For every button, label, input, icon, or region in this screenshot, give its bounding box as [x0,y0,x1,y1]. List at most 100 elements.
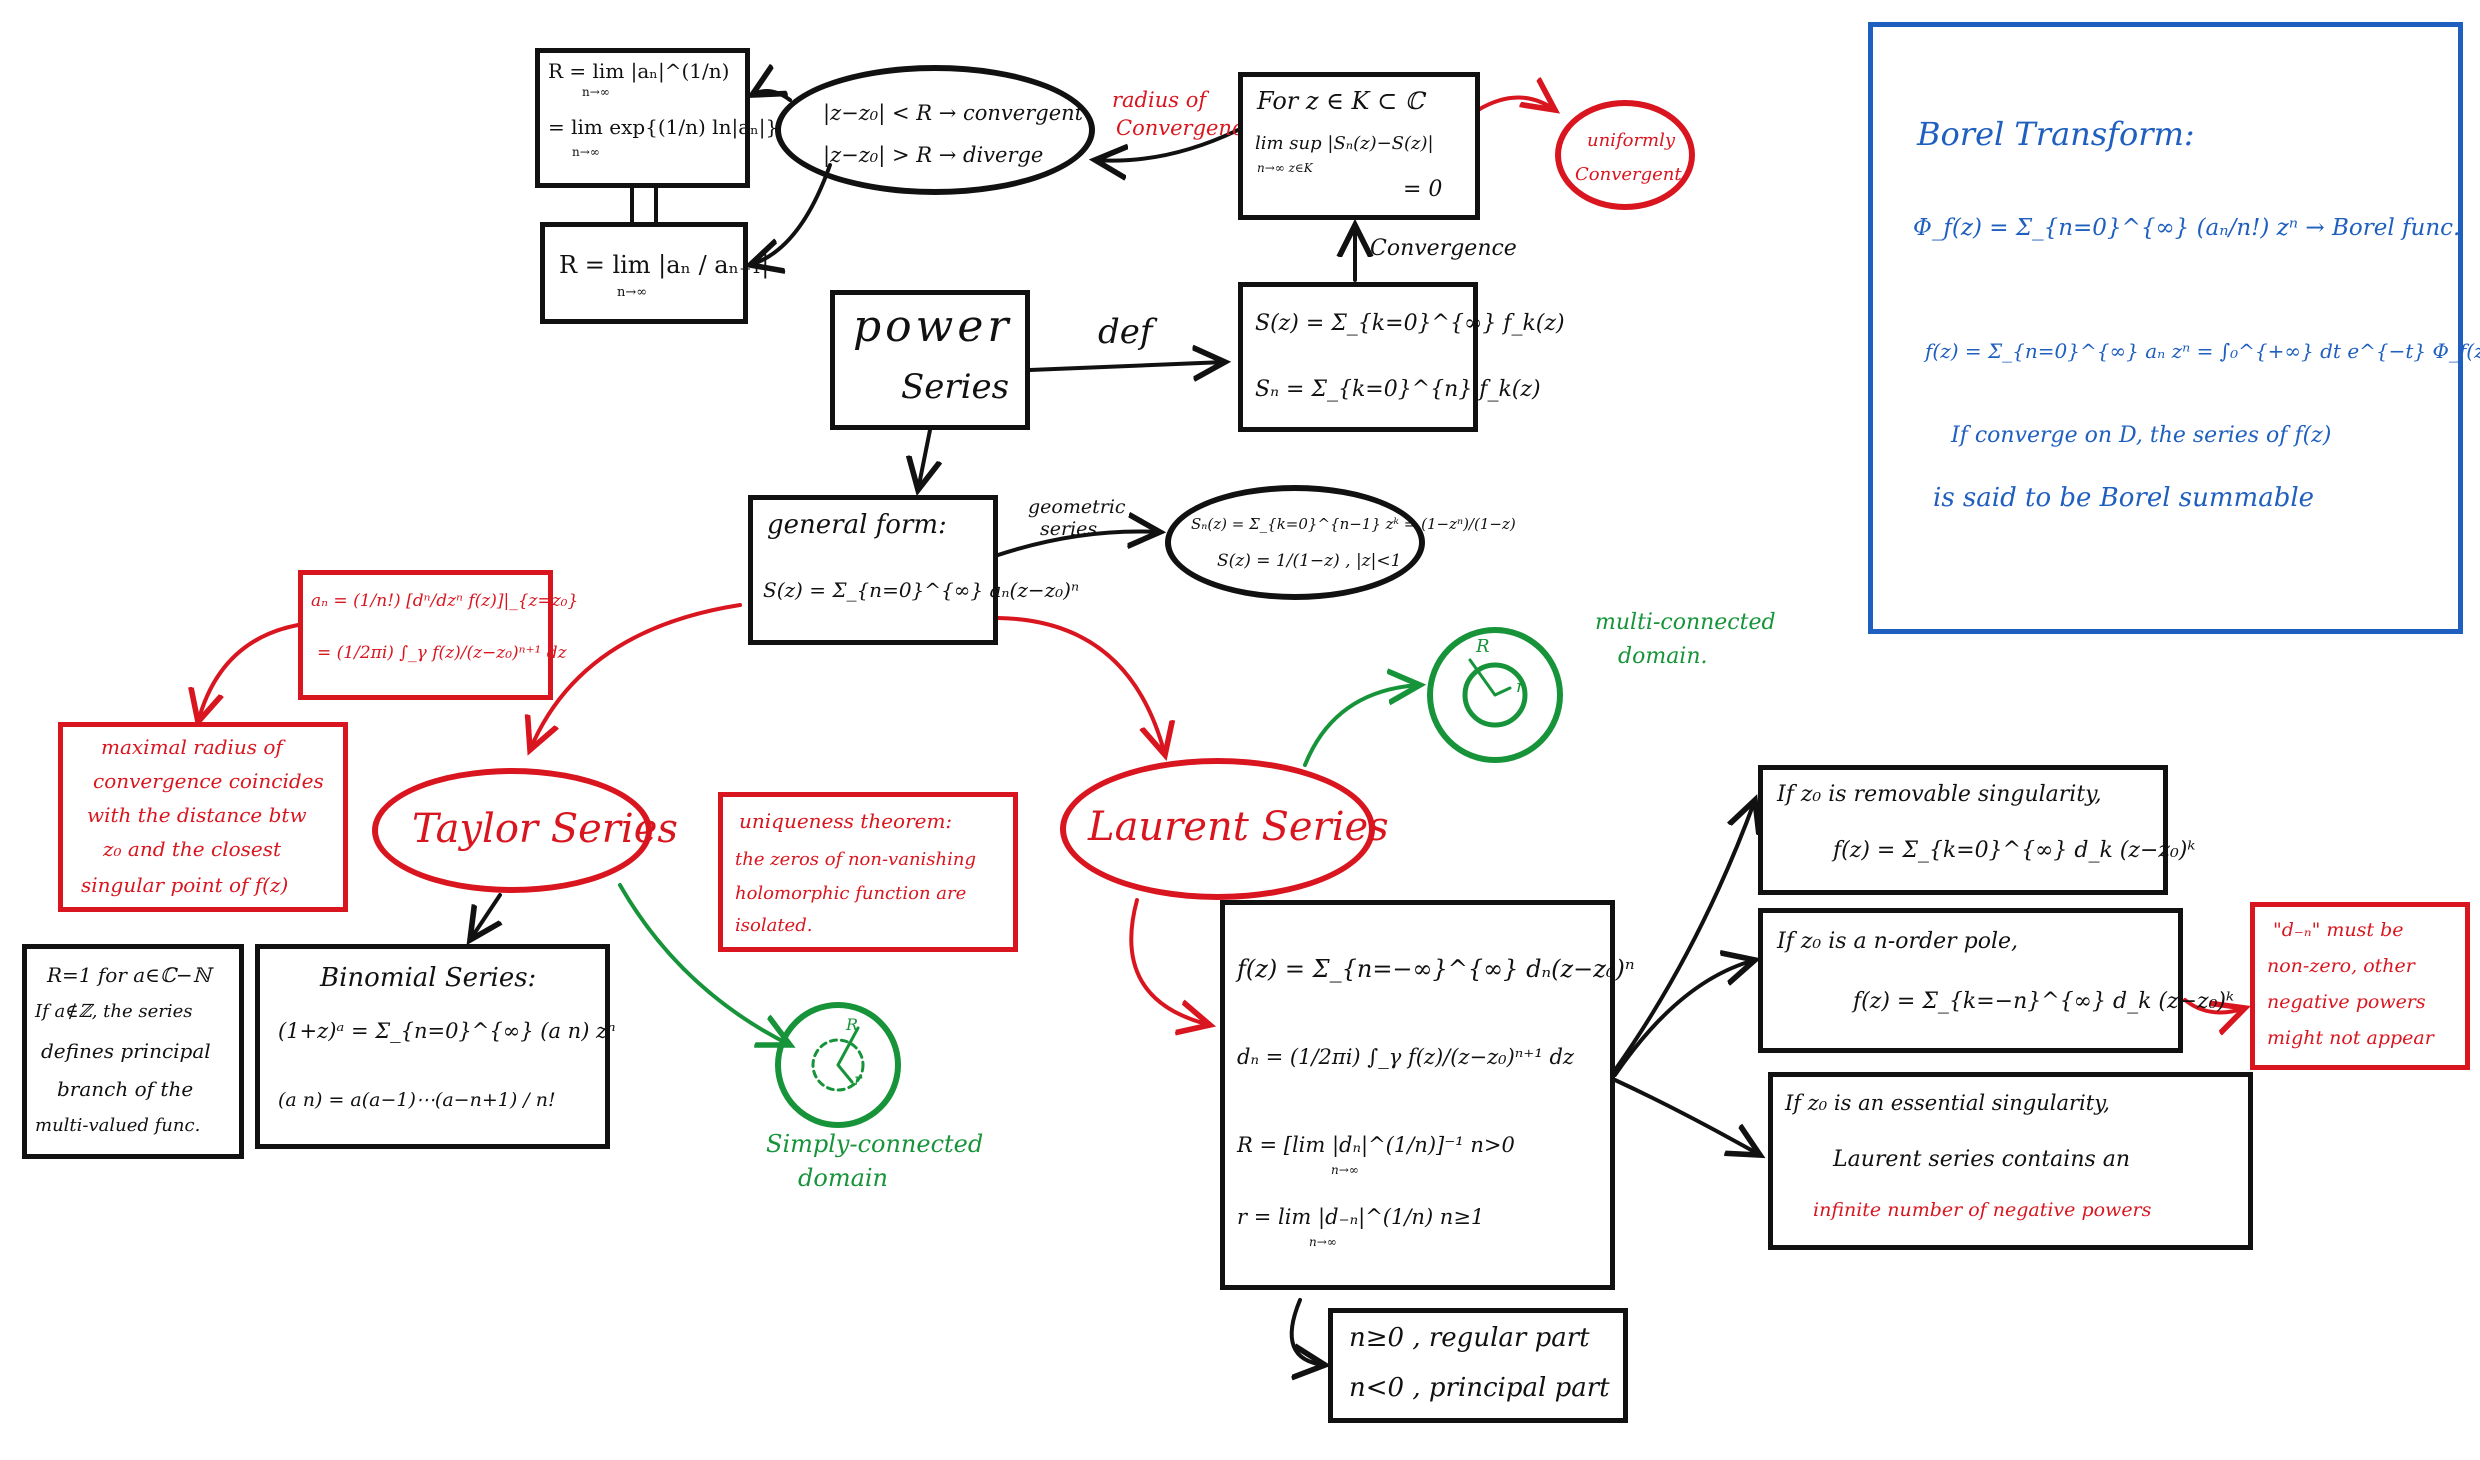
geometric-series-ellipse: Sₙ(z) = Σ_{k=0}^{n−1} zᵏ = (1−zⁿ)/(1−z) … [1165,485,1516,600]
geometric-line2: S(z) = 1/(1−z) , |z|<1 [1217,551,1402,571]
arrow-uniform-to-ellipse [1095,128,1240,161]
pole-line1: If z₀ is a n-order pole, [1777,929,2019,954]
maximal-line3: with the distance btw [87,803,307,827]
taylor-series-ellipse: Taylor Series [372,768,678,893]
arrow-uniform-to-uniformly [1476,98,1555,111]
uniform-line2: lim sup |Sₙ(z)−S(z)| [1255,133,1434,154]
geometric-label-line1: geometric [1028,496,1126,518]
essential-line2: Laurent series contains an [1833,1147,2131,1172]
pole-box: If z₀ is a n-order pole, f(z) = Σ_{k=−n}… [1758,908,2234,1053]
simply-radius-lines [836,1026,860,1084]
simply-outer-circle [775,1002,901,1128]
general-form-line1: S(z) = Σ_{n=0}^{∞} aₙ(z−z₀)ⁿ [763,578,1080,602]
multi-connected-line2: domain. [1618,644,1708,669]
arrow-general-to-geometric [996,531,1160,557]
root-test-line2: = lim exp{(1/n) ln|aₙ|} [548,115,779,139]
power-series-line2: Series [901,367,1010,407]
taylor-coefficient-box: aₙ = (1/n!) [dⁿ/dzⁿ f(z)]|_{z=z₀} = (1/2… [298,570,578,700]
maximal-radius-box: maximal radius of convergence coincides … [58,722,348,912]
removable-line1: If z₀ is removable singularity, [1777,782,2102,807]
removable-singularity-box: If z₀ is removable singularity, f(z) = Σ… [1758,765,2195,895]
simply-inner-circle [811,1038,865,1092]
power-series-line1: power [853,301,1013,352]
root-test-line1: R = lim |aₙ|^(1/n) [548,59,730,83]
root-test-box: R = lim |aₙ|^(1/n) n→∞ = lim exp{(1/n) l… [535,48,778,188]
uniform-line3: = 0 [1403,177,1443,202]
laurent-line4-sub: n→∞ [1309,1235,1337,1249]
binomial-line1: (1+z)ᵃ = Σ_{n=0}^{∞} (a n) zⁿ [278,1019,616,1043]
coefficient-line2: = (1/2πi) ∫_γ f(z)/(z−z₀)ⁿ⁺¹ dz [317,643,567,663]
convergence-line1: |z−z₀| < R → convergent [823,101,1084,125]
taylor-label: Taylor Series [412,806,678,852]
uniformly-line1: uniformly [1587,130,1676,151]
radius-label-line2: Convergence [1116,116,1257,140]
power-series-box: power Series [830,290,1030,430]
parts-line2: n<0 , principal part [1349,1373,1610,1403]
laurent-line1: f(z) = Σ_{n=−∞}^{∞} dₙ(z−z₀)ⁿ [1237,955,1635,983]
maximal-line1: maximal radius of [101,735,283,759]
ratio-test-box: R = lim |aₙ / aₙ₊₁| n→∞ [540,222,769,324]
arrow-ellipse-to-radius [752,91,792,102]
binomial-line2: (a n) = a(a−1)⋯(a−n+1) / n! [278,1089,556,1111]
binomial-series-box: Binomial Series: (1+z)ᵃ = Σ_{n=0}^{∞} (a… [255,944,616,1149]
borel-line2: f(z) = Σ_{n=0}^{∞} aₙ zⁿ = ∫₀^{+∞} dt e^… [1925,339,2480,363]
arrow-power-to-general [918,428,930,490]
convergence-line2: |z−z₀| > R → diverge [823,143,1044,167]
root-test-line2-sub: n→∞ [572,145,600,159]
uniqueness-line2: the zeros of non-vanishing [735,849,977,870]
arrow-coeff-to-maximal [198,623,300,722]
arrow-laurent-to-box [1129,898,1210,1025]
removable-line2: f(z) = Σ_{k=0}^{∞} d_k (z−z₀)ᵏ [1833,838,2196,863]
laurent-expansion-box: f(z) = Σ_{n=−∞}^{∞} dₙ(z−z₀)ⁿ dₙ = (1/2π… [1220,900,1635,1290]
borel-line3: If converge on D, the series of f(z) [1951,423,2332,448]
uniqueness-line4: isolated. [735,915,813,936]
arrow-taylor-to-binomial [470,893,500,940]
essential-line3: infinite number of negative powers [1813,1199,2152,1221]
arrow-laurent-to-multi [1303,685,1420,767]
arrow-general-to-taylor [530,603,742,750]
arrow-laurent-to-removable [1613,800,1755,1072]
arrow-laurent-to-pole [1613,960,1755,1077]
essential-line1: If z₀ is an essential singularity, [1785,1091,2110,1115]
binomial-notes-line5: multi-valued func. [35,1115,201,1136]
arrow-pole-to-note [2183,998,2245,1013]
maximal-line4: z₀ and the closest [103,837,282,861]
pole-note-line4: might not appear [2267,1027,2434,1049]
pole-note-line1: "d₋ₙ" must be [2273,919,2404,941]
arrow-ellipse-to-ratio [750,163,832,265]
binomial-notes-line3: defines principal [41,1039,211,1063]
laurent-label: Laurent Series [1088,804,1389,850]
definition-line1: S(z) = Σ_{k=0}^{∞} f_k(z) [1255,311,1565,336]
laurent-line2: dₙ = (1/2πi) ∫_γ f(z)/(z−z₀)ⁿ⁺¹ dz [1237,1045,1574,1069]
uniform-line1: For z ∈ K ⊂ ℂ [1257,87,1424,115]
uniqueness-theorem-box: uniqueness theorem: the zeros of non-van… [718,792,1018,952]
laurent-series-ellipse: Laurent Series [1060,758,1389,900]
uniformly-line2: Convergent [1575,164,1682,185]
convergence-ellipse: |z−z₀| < R → convergent |z−z₀| > R → div… [775,65,1095,195]
regular-principal-parts-box: n≥0 , regular part n<0 , principal part [1328,1308,1628,1423]
general-form-box: general form: S(z) = Σ_{n=0}^{∞} aₙ(z−z₀… [748,495,1079,645]
maximal-line2: convergence coincides [93,769,324,793]
uniqueness-line3: holomorphic function are [735,883,967,904]
arrow-laurent-to-parts [1289,1298,1325,1365]
laurent-line4: r = lim |d₋ₙ|^(1/n) n≥1 [1237,1205,1485,1229]
general-form-title: general form: [767,510,947,540]
arrow-power-to-def [1028,362,1225,370]
uniqueness-line1: uniqueness theorem: [739,809,953,833]
radius-label-line1: radius of [1112,88,1207,112]
laurent-line3-sub: n→∞ [1331,1163,1359,1177]
maximal-line5: singular point of f(z) [81,873,289,897]
uniform-box: For z ∈ K ⊂ ℂ lim sup |Sₙ(z)−S(z)| n→∞ z… [1238,72,1480,220]
multi-connected-line1: multi-connected [1595,610,1776,635]
pole-note-box: "d₋ₙ" must be non-zero, other negative p… [2250,902,2470,1070]
multi-radius-lines [1468,658,1512,697]
root-test-line1-sub: n→∞ [582,85,610,99]
pole-note-line2: non-zero, other [2267,955,2415,977]
simply-connected-line1: Simply-connected [766,1130,984,1158]
arrow-taylor-to-simply [618,883,790,1045]
simply-connected-line2: domain [798,1164,889,1192]
borel-line1: Φ_f(z) = Σ_{n=0}^{∞} (aₙ/n!) zⁿ → Borel … [1913,215,2461,241]
binomial-notes-line1: R=1 for a∈ℂ−ℕ [47,963,211,987]
geometric-line1: Sₙ(z) = Σ_{k=0}^{n−1} zᵏ = (1−zⁿ)/(1−z) [1191,515,1516,533]
